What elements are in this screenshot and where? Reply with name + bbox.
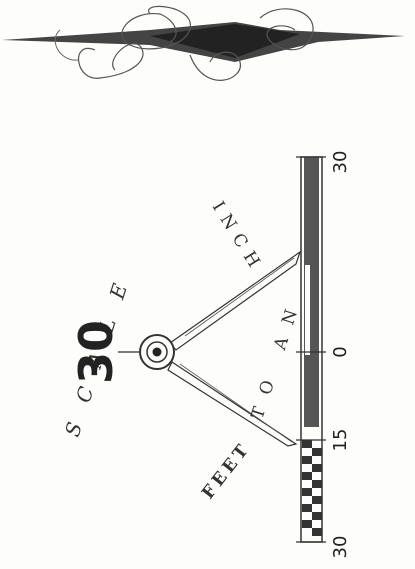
caption-feet: FEET (198, 438, 255, 503)
scale-bar-main (304, 157, 319, 427)
tick-label-bottom: 30 (330, 536, 351, 559)
ribbon-tail-left (54, 29, 79, 61)
drafting-dividers-icon (118, 250, 302, 447)
banner-ribbon-icon (2, 5, 405, 81)
tick-label-15: 15 (330, 429, 351, 452)
ribbon-loop-right (259, 8, 314, 51)
caption-to-an: TO AN (248, 294, 307, 422)
tick-label-top: 30 (330, 151, 351, 174)
ribbon-loop-left (78, 43, 144, 79)
ribbon-shadow (150, 24, 300, 58)
scale-bar (296, 156, 326, 543)
scale-value: 30 (69, 320, 123, 384)
scale-bar-highlight (305, 265, 310, 355)
caption-inch: INCH (208, 198, 268, 278)
scale-bar-checker (302, 440, 322, 536)
ribbon-loop-top (121, 5, 191, 50)
ribbon-loop-low (189, 51, 241, 81)
tick-label-zero: 0 (330, 346, 351, 357)
